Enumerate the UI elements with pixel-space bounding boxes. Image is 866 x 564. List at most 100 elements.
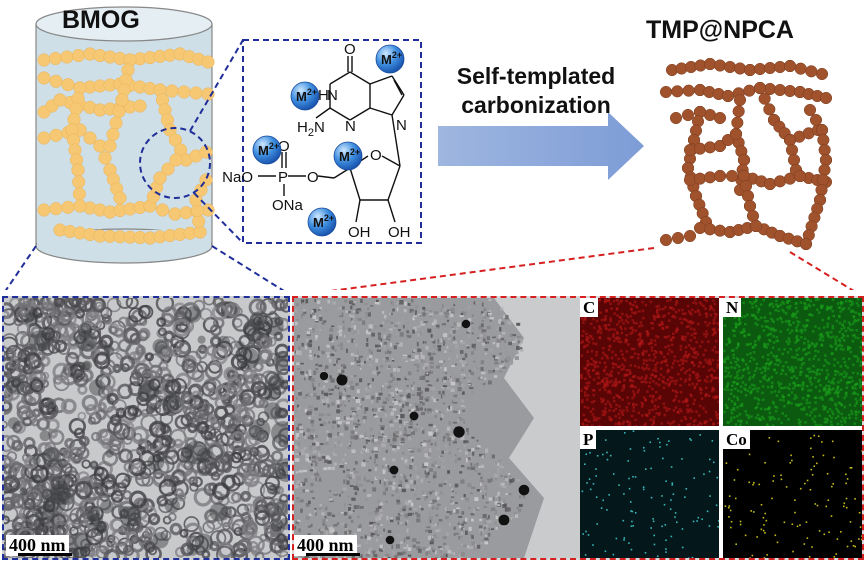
atom-o-sugar: O <box>370 147 382 164</box>
bead <box>713 224 727 237</box>
bead <box>758 92 771 105</box>
bead <box>703 223 717 236</box>
tem-left-texture <box>4 298 288 558</box>
metal-ion-m2plus: M2+ <box>290 81 320 111</box>
nanoparticle <box>389 465 399 475</box>
atom-o-link: O <box>307 169 319 186</box>
bead <box>49 202 63 216</box>
bead <box>72 187 86 201</box>
bead <box>72 175 86 189</box>
bead <box>98 151 112 165</box>
atom-h2n: H2N <box>297 119 325 139</box>
scale-bar-left <box>18 553 72 556</box>
bead <box>133 99 147 113</box>
process-line-2: carbonization <box>461 92 611 118</box>
bead <box>103 139 117 153</box>
zoom-circle <box>139 127 211 199</box>
atom-oh-2: OH <box>388 224 411 241</box>
bead <box>731 116 744 129</box>
bead <box>683 229 697 243</box>
blue-projection-right <box>211 245 285 290</box>
map-label-p: P <box>580 430 597 449</box>
bead <box>763 177 777 191</box>
bead <box>787 153 801 167</box>
bead <box>189 86 203 100</box>
bead <box>693 142 707 155</box>
atom-p: P <box>278 169 288 186</box>
atom-h-amide: H <box>318 87 329 104</box>
bead <box>753 81 767 95</box>
nanoparticle <box>461 319 471 329</box>
yellow-bead-network <box>37 47 215 245</box>
bead <box>113 191 127 205</box>
brown-bead-network <box>659 57 833 251</box>
nanoparticle <box>498 514 510 526</box>
bead <box>71 48 86 63</box>
bead <box>703 141 717 154</box>
map-carbon-texture <box>580 298 722 429</box>
map-nitrogen: N <box>723 298 862 429</box>
bead <box>725 169 739 183</box>
bead <box>737 153 751 167</box>
red-projection-left <box>330 247 655 290</box>
bead <box>737 169 751 183</box>
map-phosphorus: P <box>580 430 720 558</box>
bead <box>49 128 63 142</box>
bead <box>819 153 833 167</box>
bead <box>683 143 697 157</box>
atom-ona: ONa <box>272 197 304 214</box>
schematic: O H N H2N N N O O NaO P O ONa OH OH M2+M… <box>4 6 855 290</box>
bead <box>115 93 129 107</box>
scale-label-left: 400 nm <box>6 535 69 556</box>
atom-oh-1: OH <box>348 224 371 241</box>
bead <box>201 55 215 69</box>
bead <box>53 93 67 107</box>
blue-projection-left <box>4 245 37 290</box>
metal-ion-m2plus: M2+ <box>252 135 282 165</box>
bead <box>683 173 697 187</box>
bead <box>815 67 829 81</box>
tem-right-texture <box>294 298 582 558</box>
bead <box>669 111 683 125</box>
bead <box>61 200 75 214</box>
bead <box>713 111 727 125</box>
zoom-line-bottom <box>193 192 244 244</box>
scale-label-right: 400 nm <box>294 535 357 556</box>
bead <box>109 116 123 130</box>
map-phosphorus-texture <box>581 430 720 558</box>
process-arrow <box>438 112 644 180</box>
bead <box>783 133 797 147</box>
tem-image-tmp-npca: 400 nm C N P Co <box>292 296 864 560</box>
metal-ion-m2plus: M2+ <box>375 44 405 74</box>
bead <box>773 175 787 188</box>
bead <box>693 172 707 185</box>
atom-n-imidazole: N <box>396 117 407 134</box>
atom-o-carbonyl: O <box>344 41 356 58</box>
tem-image-bmog: 400 nm <box>2 296 290 560</box>
bead <box>713 169 727 183</box>
bead <box>815 183 828 197</box>
bead <box>153 171 167 185</box>
bmog-label: BMOG <box>62 6 140 34</box>
bead <box>817 133 830 147</box>
nanoparticle <box>453 426 465 438</box>
nanoparticle <box>336 374 348 386</box>
bead <box>793 169 807 183</box>
bead <box>37 131 51 145</box>
bead <box>743 84 756 97</box>
bead <box>155 203 170 217</box>
eds-maps: C N P Co <box>580 298 862 558</box>
atom-n-amide: N <box>327 87 338 104</box>
bead <box>682 84 695 97</box>
bead <box>741 189 755 203</box>
bead <box>783 59 797 73</box>
bead <box>805 65 818 78</box>
nanoparticle <box>518 484 530 496</box>
map-label-co: Co <box>723 430 750 449</box>
bead <box>106 127 120 142</box>
atom-n-ring: N <box>345 118 356 135</box>
bead <box>161 162 175 176</box>
bead <box>803 103 817 117</box>
bead <box>799 237 813 251</box>
bead <box>48 51 63 66</box>
